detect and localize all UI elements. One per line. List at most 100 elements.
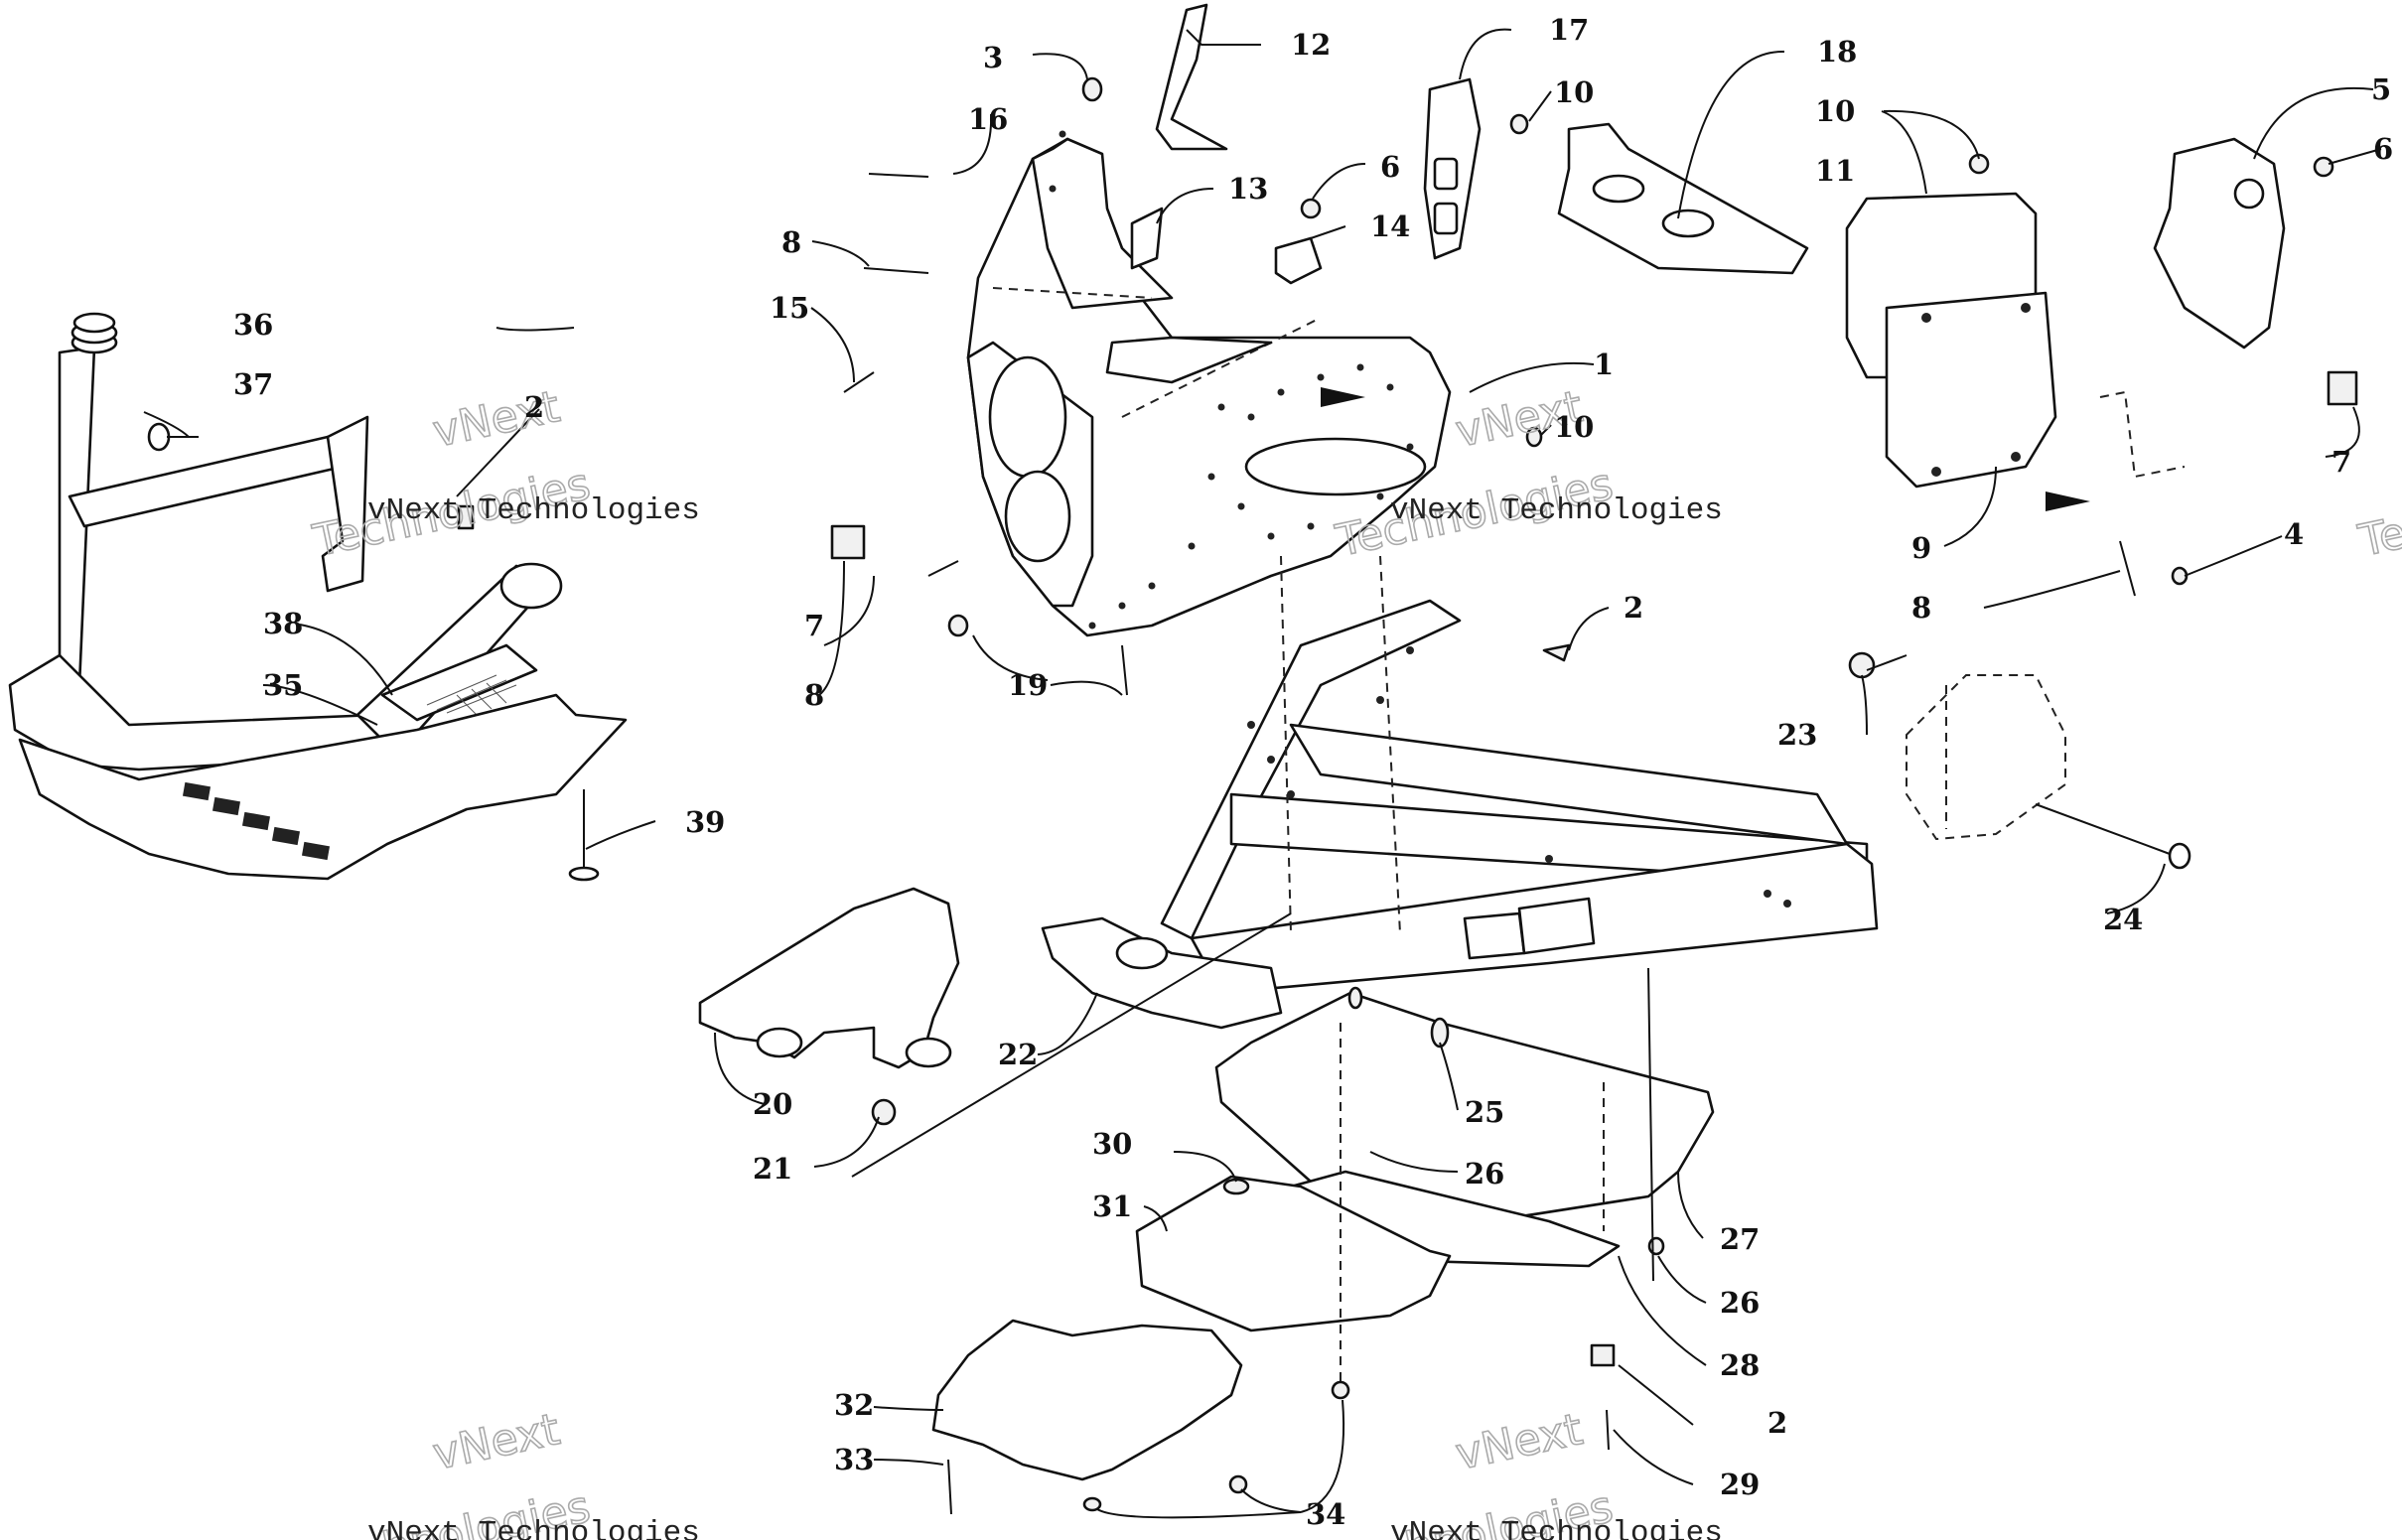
skid-slots <box>182 781 331 861</box>
plate-18 <box>1557 122 1809 275</box>
main-frame-assembly <box>1041 555 1879 1030</box>
frame-holes <box>1247 646 1791 908</box>
screw-19b <box>1121 644 1128 696</box>
frame-mount-22 <box>1041 916 1283 1030</box>
bumper-crossbar <box>68 435 345 528</box>
callout-labels: 1 2 2 2 3 4 5 6 6 7 7 8 8 8 9 10 10 10 1… <box>233 13 2393 1531</box>
front-bumper-assembly <box>8 312 628 882</box>
bulkhead-holes <box>1049 130 1414 630</box>
fastener-21 <box>871 1098 897 1126</box>
mount-plate <box>1105 336 1273 384</box>
callout-39: 39 <box>685 805 725 839</box>
callout-10-top: 10 <box>1554 75 1594 109</box>
rear-bracket-assembly <box>1848 651 2191 870</box>
callout-15: 15 <box>770 291 809 325</box>
callout-20: 20 <box>753 1087 792 1121</box>
watermark-line: vNext Technologies <box>367 1516 700 1540</box>
stud-26 <box>1647 1236 1665 1256</box>
callout-23: 23 <box>1777 718 1817 752</box>
bolt-33 <box>947 1459 952 1515</box>
bolt-16 <box>868 173 929 178</box>
rivet-8-top <box>863 267 929 274</box>
bumper-skid-plate <box>18 693 628 881</box>
callout-26-b: 26 <box>1720 1286 1760 1320</box>
callout-10-center: 10 <box>1554 410 1594 444</box>
side-opening-upper <box>988 355 1067 479</box>
bulkhead-center-opening <box>1244 437 1427 496</box>
callout-28: 28 <box>1720 1348 1760 1382</box>
callout-25: 25 <box>1465 1095 1504 1129</box>
clip-7-center <box>830 524 866 560</box>
callout-35: 35 <box>263 668 303 702</box>
skid-plate-32 <box>931 1319 1243 1481</box>
frame-upper-member <box>1289 723 1849 846</box>
nut-10-right <box>1968 153 1990 175</box>
bumper-pivot <box>499 562 563 610</box>
bracket-20-boss-a <box>756 1027 803 1058</box>
callout-38: 38 <box>263 607 303 640</box>
nut-23 <box>1848 651 1876 679</box>
skid-plate-31 <box>1135 1175 1452 1332</box>
clip-30 <box>1222 1178 1250 1195</box>
bracket-5-boss <box>2233 178 2265 210</box>
grommet <box>71 312 118 354</box>
bracket-20 <box>698 887 960 1069</box>
callout-10-right: 10 <box>1815 94 1855 128</box>
rivet-8-right <box>2119 540 2136 597</box>
fastener-34c <box>1228 1474 1248 1494</box>
dashed-guide <box>992 287 1153 299</box>
watermark-line: vNext Technologies <box>367 493 700 528</box>
skid-plate-27 <box>1214 991 1715 1223</box>
watermark-word: Technologies <box>2354 459 2402 567</box>
panel-12 <box>1155 3 1228 151</box>
screw-4 <box>2171 566 2189 586</box>
callout-6-center: 6 <box>1380 150 1400 184</box>
callout-22: 22 <box>998 1038 1038 1071</box>
rivet-15 <box>843 371 875 393</box>
callout-6-right: 6 <box>2373 132 2393 166</box>
bolt-29 <box>1606 1409 1610 1451</box>
bolt-24-head <box>2168 842 2191 870</box>
side-opening-lower <box>1004 470 1071 563</box>
plate-13 <box>1130 207 1164 270</box>
mesh-hatching <box>426 674 517 716</box>
dashed-guide-2 <box>1121 317 1322 418</box>
nut-6-right <box>2313 156 2334 178</box>
housing-slot-a <box>1433 157 1459 191</box>
bolt-24 <box>2035 803 2171 855</box>
plate-18-hole-a <box>1592 174 1645 204</box>
direction-arrow-1 <box>1321 387 1365 407</box>
callout-26-a: 26 <box>1465 1157 1504 1190</box>
callout-4: 4 <box>2284 517 2304 551</box>
watermark-line: vNext Technologies <box>1390 1516 1723 1540</box>
callout-19: 19 <box>1008 668 1048 702</box>
callout-17: 17 <box>1549 13 1589 47</box>
callout-27: 27 <box>1720 1222 1760 1256</box>
front-bulkhead-assembly <box>830 3 1809 696</box>
bolt-39 <box>568 789 600 882</box>
nut-6-center <box>1300 198 1322 219</box>
callout-1: 1 <box>1594 348 1614 381</box>
callout-18: 18 <box>1817 35 1857 69</box>
clip-2-left <box>457 504 475 530</box>
fastener-34a <box>1331 1380 1350 1400</box>
bracket-14 <box>1274 236 1323 285</box>
callout-24: 24 <box>2103 903 2143 936</box>
callout-8-right: 8 <box>1911 591 1931 625</box>
callout-30: 30 <box>1092 1127 1132 1161</box>
callout-11: 11 <box>1815 154 1855 188</box>
clip-7-right <box>2327 370 2358 406</box>
callout-2-left: 2 <box>524 390 544 424</box>
direction-arrow-2 <box>2046 491 2090 511</box>
frame-bracket-a <box>1463 911 1526 960</box>
screw-19a <box>947 614 969 637</box>
stud-25a <box>1347 986 1363 1010</box>
dashed-bracket-outline <box>1906 674 2066 841</box>
callout-37: 37 <box>233 367 273 401</box>
skid-plate-assembly <box>931 986 1715 1515</box>
plate-18-hole-b <box>1661 209 1715 238</box>
callout-36: 36 <box>233 308 273 342</box>
callout-29: 29 <box>1720 1468 1760 1501</box>
callout-14: 14 <box>1370 210 1410 243</box>
cover-9 <box>1885 291 2057 489</box>
